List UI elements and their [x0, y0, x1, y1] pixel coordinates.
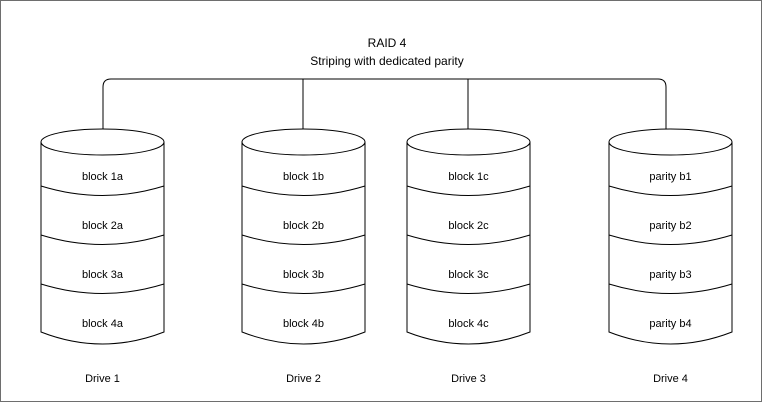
drive-1-top-ellipse — [40, 128, 165, 156]
drive-2-block-2-label: block 2b — [283, 220, 324, 232]
drive-3-divider-1 — [406, 185, 531, 196]
drive-3-top-ellipse — [406, 128, 531, 156]
drive-1-divider-2 — [40, 234, 165, 245]
drive-1-block-3-label: block 3a — [82, 269, 124, 281]
drive-3-block-1-label: block 1c — [448, 171, 489, 183]
drive-4-block-1-label: parity b1 — [649, 171, 691, 183]
drive-2-divider-1 — [241, 185, 366, 196]
diagram-title: RAID 4 — [368, 36, 407, 50]
drive-4-block-3-label: parity b3 — [649, 269, 691, 281]
drive-2-body — [241, 141, 366, 345]
controller-bus — [102, 78, 667, 130]
drive-1-group[interactable]: block 1a block 2a block 3a block 4a Driv… — [40, 128, 165, 385]
drive-1-divider-1 — [40, 185, 165, 196]
drive-4-top-ellipse — [608, 128, 733, 156]
drive-2-block-1-label: block 1b — [283, 171, 324, 183]
drive-4-divider-3 — [608, 283, 733, 294]
drive-1-name-label: Drive 1 — [85, 373, 120, 385]
drive-2-divider-3 — [241, 283, 366, 294]
drive-3-name-label: Drive 3 — [451, 373, 486, 385]
drive-4-block-4-label: parity b4 — [649, 318, 691, 330]
drive-4-group[interactable]: parity b1 parity b2 parity b3 parity b4 … — [608, 128, 733, 385]
drive-1-divider-3 — [40, 283, 165, 294]
drive-2-top-ellipse — [241, 128, 366, 156]
drive-3-divider-3 — [406, 283, 531, 294]
diagram-subtitle: Striping with dedicated parity — [310, 54, 463, 68]
drive-3-block-2-label: block 2c — [448, 220, 489, 232]
drive-1-block-4-label: block 4a — [82, 318, 124, 330]
drive-2-group[interactable]: block 1b block 2b block 3b block 4b Driv… — [241, 128, 366, 385]
drive-1-block-2-label: block 2a — [82, 220, 124, 232]
drive-4-divider-2 — [608, 234, 733, 245]
drive-4-divider-1 — [608, 185, 733, 196]
drive-4-body — [608, 141, 733, 345]
drive-4-name-label: Drive 4 — [653, 373, 688, 385]
drive-3-block-4-label: block 4c — [448, 318, 489, 330]
drive-3-group[interactable]: block 1c block 2c block 3c block 4c Driv… — [406, 128, 531, 385]
drive-1-block-1-label: block 1a — [82, 171, 124, 183]
drive-4-block-2-label: parity b2 — [649, 220, 691, 232]
drive-3-divider-2 — [406, 234, 531, 245]
drive-2-name-label: Drive 2 — [286, 373, 321, 385]
drive-1-body — [40, 141, 165, 345]
drive-2-divider-2 — [241, 234, 366, 245]
drive-2-block-4-label: block 4b — [283, 318, 324, 330]
bus-rail — [102, 78, 667, 130]
drive-3-body — [406, 141, 531, 345]
drive-3-block-3-label: block 3c — [448, 269, 489, 281]
drive-2-block-3-label: block 3b — [283, 269, 324, 281]
